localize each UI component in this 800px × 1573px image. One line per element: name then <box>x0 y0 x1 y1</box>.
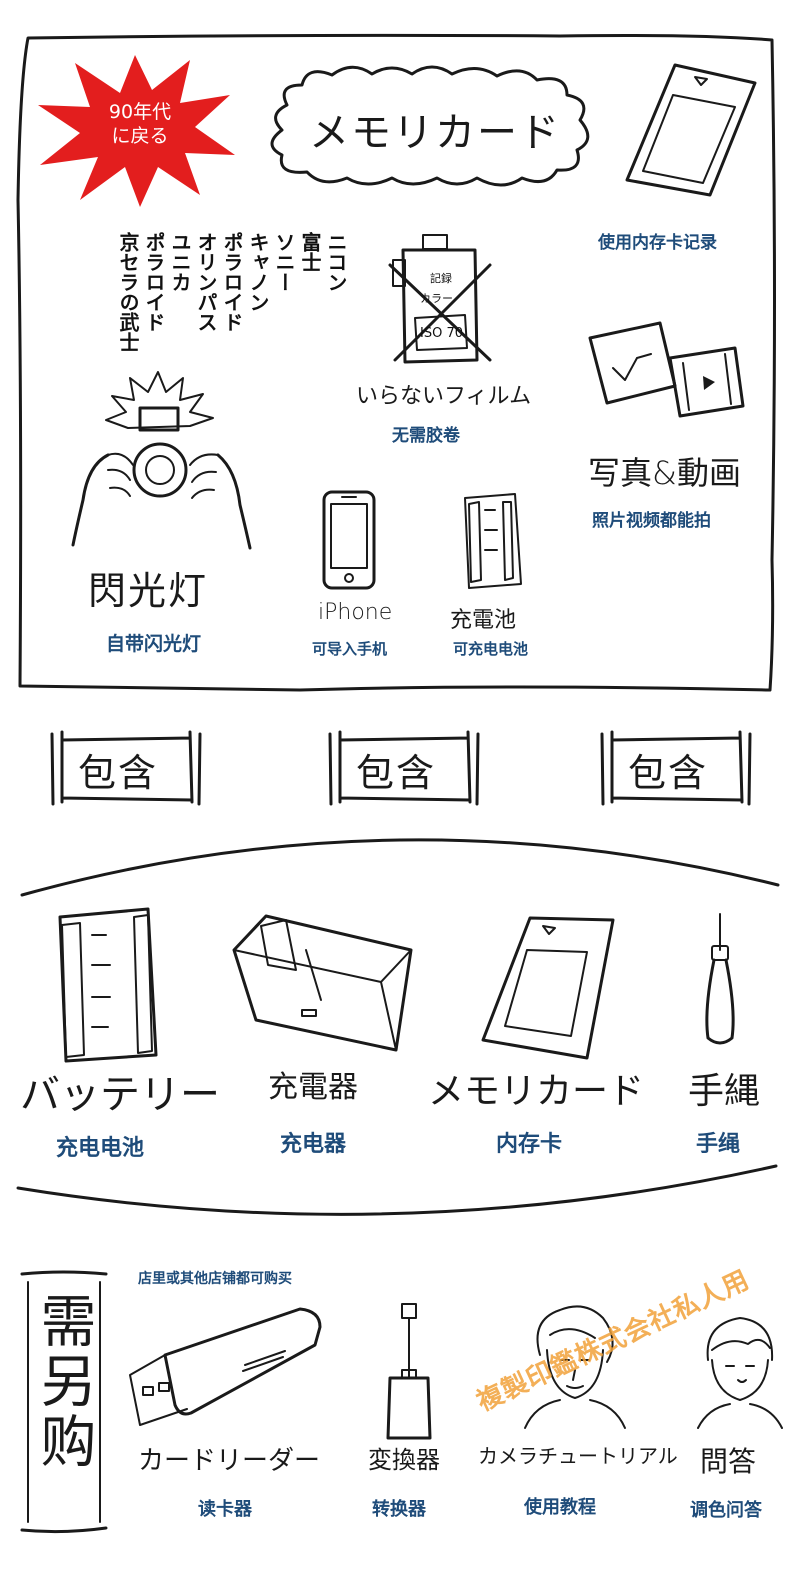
film-caption: 无需胶卷 <box>392 426 460 446</box>
qa-hand: 問答 <box>700 1445 757 1478</box>
tutorial-hand: カメラチュートリアル <box>478 1444 678 1468</box>
photo-video-icon <box>588 321 745 418</box>
battery-hand: バッテリー <box>20 1072 220 1118</box>
battery-icon <box>464 493 522 589</box>
list-item: 手縄 手绳 <box>688 1062 778 1158</box>
charger-icon <box>232 914 413 1052</box>
includes-label: 包含 <box>356 751 437 795</box>
hero-cloud <box>270 65 590 187</box>
strap-hand: 手縄 <box>688 1071 761 1112</box>
film-label-2: カラー <box>420 292 453 305</box>
list-item: バッテリー 充电电池 <box>20 1062 220 1162</box>
memory-card-icon <box>625 63 757 197</box>
list-item: メモリカード 内存卡 <box>428 1062 648 1158</box>
brand-item: ソニー <box>272 232 296 292</box>
flash-hand: 閃光灯 <box>88 569 209 613</box>
film-label-1: 記録 <box>430 272 452 285</box>
tutorial-caption: 使用教程 <box>524 1497 596 1518</box>
brand-item: ポラロイド <box>142 232 166 332</box>
included-items: バッテリー 充电电池 充電器 充电器 メモリカード 内存卡 手縄 手绳 <box>0 1062 800 1172</box>
qa-person-icon <box>697 1317 783 1429</box>
extra-side-label: 需另购 <box>31 1292 96 1472</box>
film-hand: いらないフィルム <box>356 384 532 409</box>
extra-side-bracket <box>20 1270 108 1534</box>
film-iso: ISO 70 <box>420 326 463 341</box>
photo-video-hand: 写真&動画 <box>588 454 741 492</box>
photo-video-caption: 照片视频都能拍 <box>592 511 711 531</box>
badge: 90年代 に戻る <box>30 45 240 210</box>
battery-top-hand: 充電池 <box>450 608 517 633</box>
includes-label: 包含 <box>628 751 709 795</box>
iphone-icon <box>322 490 376 590</box>
battery-top-caption: 可充电电池 <box>453 640 529 658</box>
flash-camera-icon <box>71 371 252 550</box>
list-item: 変換器 转换器 <box>368 1440 458 1521</box>
strap-caption: 手绳 <box>696 1131 741 1157</box>
memory-card-hand: メモリカード <box>428 1071 645 1112</box>
adapter-icon <box>386 1303 432 1440</box>
memory-card-caption: 使用内存卡记录 <box>598 233 717 253</box>
memory-card-icon <box>481 916 615 1060</box>
flash-caption: 自带闪光灯 <box>106 633 202 655</box>
brand-item: ユニカ <box>168 232 192 292</box>
card-reader-hand: カードリーダー <box>138 1446 321 1476</box>
brand-item: ニコン <box>324 232 348 292</box>
list-item: 充電器 充电器 <box>268 1062 388 1158</box>
badge-line1: 90年代 <box>108 101 172 123</box>
card-reader-icon <box>129 1307 322 1426</box>
badge-line2: に戻る <box>111 125 169 147</box>
includes-label: 包含 <box>78 751 159 795</box>
tutorial-person-icon <box>524 1305 626 1429</box>
qa-caption: 调色问答 <box>690 1500 762 1521</box>
top-panel-frame <box>16 33 776 692</box>
brand-item: オリンパス <box>194 232 218 332</box>
iphone-caption: 可导入手机 <box>312 640 388 658</box>
included-section-arcs <box>16 838 780 1216</box>
card-reader-caption: 读卡器 <box>198 1499 252 1520</box>
extra-note: 店里或其他店铺都可购买 <box>138 1271 292 1287</box>
list-item: カードリーダー 读卡器 <box>138 1440 338 1521</box>
includes-box: 包含 <box>600 728 752 808</box>
brand-list: ニコン 富士 ソニー キャノン ポラロイド オリンパス ユニカ ポラロイド 京セ… <box>66 232 348 352</box>
list-item: 問答 调色问答 <box>690 1440 790 1522</box>
includes-box: 包含 <box>328 728 480 808</box>
battery-icon <box>58 907 158 1063</box>
adapter-hand: 変換器 <box>368 1446 440 1474</box>
brand-item: キャノン <box>246 232 270 312</box>
film-canister-icon <box>388 234 492 364</box>
includes-box: 包含 <box>50 728 202 808</box>
extra-items: カードリーダー 读卡器 変換器 转换器 カメラチュートリアル 使用教程 問答 调… <box>0 1440 800 1530</box>
charger-caption: 充电器 <box>280 1131 347 1157</box>
strap-icon <box>705 913 735 1045</box>
brand-item: 富士 <box>298 232 322 272</box>
starburst-icon <box>38 55 235 207</box>
hero-title: メモリカード <box>309 110 561 156</box>
memory-card-caption: 内存卡 <box>496 1131 563 1157</box>
charger-hand: 充電器 <box>268 1070 358 1105</box>
list-item: カメラチュートリアル 使用教程 <box>478 1440 678 1519</box>
iphone-hand: iPhone <box>318 600 393 625</box>
battery-caption: 充电电池 <box>56 1135 145 1161</box>
adapter-caption: 转换器 <box>372 1499 426 1520</box>
brand-item: 京セラの武士 <box>116 232 140 352</box>
brand-item: ポラロイド <box>220 232 244 332</box>
